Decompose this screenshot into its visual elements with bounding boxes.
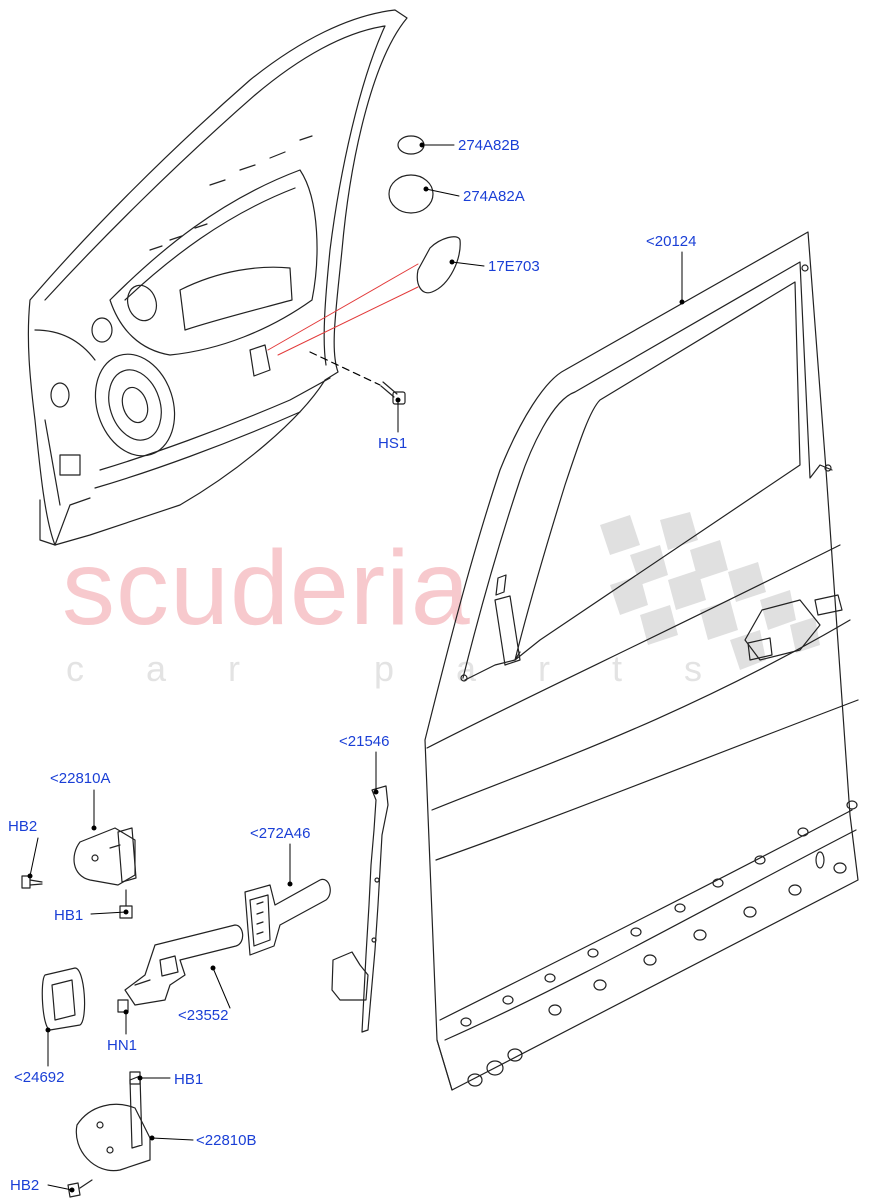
callout-hn1[interactable]: HN1 — [107, 1037, 138, 1054]
door-bottom-holes — [460, 800, 858, 1087]
callout-22810b[interactable]: <22810B — [196, 1132, 257, 1149]
callout-274a82a[interactable]: 274A82A — [463, 188, 525, 205]
leader-dots — [27, 142, 685, 1193]
callout-21546[interactable]: <21546 — [339, 733, 390, 750]
door-shell — [424, 231, 859, 1091]
watermark-checker-flag — [600, 512, 820, 670]
callout-17e703[interactable]: 17E703 — [488, 258, 540, 275]
plug-17e703 — [416, 236, 461, 294]
callout-22810a[interactable]: <22810A — [50, 770, 111, 787]
callout-274a82b[interactable]: 274A82B — [458, 137, 520, 154]
callout-hb1-top[interactable]: HB1 — [54, 907, 84, 924]
check-arm-272a46 — [244, 878, 331, 956]
callout-hs1[interactable]: HS1 — [378, 435, 408, 452]
grommet-274a82a — [388, 174, 434, 214]
callout-272a46[interactable]: <272A46 — [250, 825, 311, 842]
callout-23552[interactable]: <23552 — [178, 1007, 229, 1024]
hs1-bolt — [380, 381, 406, 405]
seal-pad-24692 — [41, 967, 86, 1031]
leader-lines — [29, 144, 683, 1191]
callout-24692[interactable]: <24692 — [14, 1069, 65, 1086]
hinge-upper-22810a — [73, 827, 137, 886]
callout-hb2-bottom[interactable]: HB2 — [10, 1177, 40, 1194]
check-strap-23552 — [124, 924, 244, 1006]
door-inner-panel — [27, 9, 408, 546]
callout-hb2-top[interactable]: HB2 — [8, 818, 38, 835]
callout-hb1-bottom[interactable]: HB1 — [174, 1071, 204, 1088]
hinge-lower-22810b — [75, 1075, 151, 1172]
hs1-dashed-line — [309, 351, 381, 386]
weatherstrip-21546 — [331, 785, 389, 1033]
highlight-lines — [267, 263, 419, 356]
callout-20124[interactable]: <20124 — [646, 233, 697, 250]
